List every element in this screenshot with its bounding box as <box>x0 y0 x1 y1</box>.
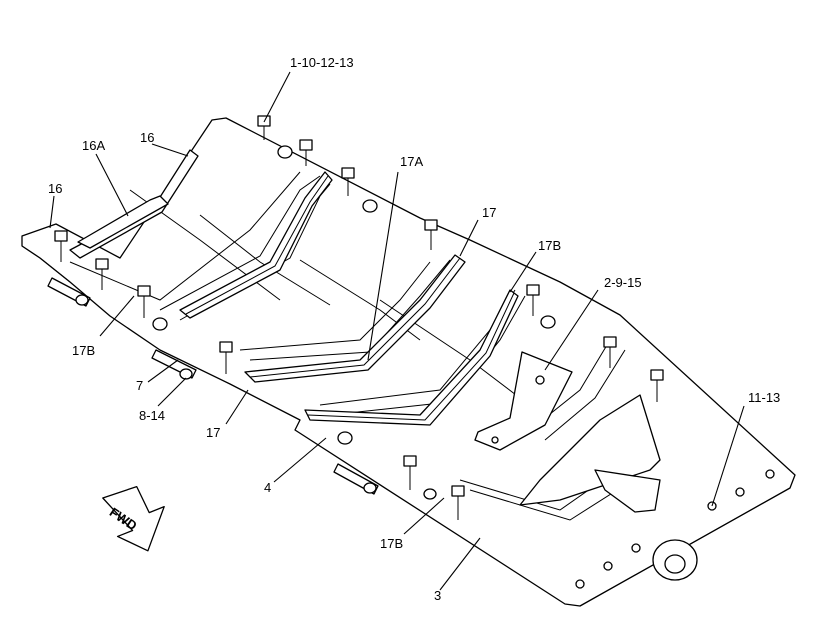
wear-strip-17a <box>179 171 333 319</box>
callout-8-14: 8-14 <box>139 408 165 423</box>
pins <box>47 145 556 500</box>
bolt-clips <box>54 115 664 520</box>
callout-11-13: 11-13 <box>748 390 780 405</box>
clip <box>650 369 664 402</box>
clip <box>299 139 313 166</box>
callout-16a: 16A <box>82 138 105 153</box>
callout-7: 7 <box>136 378 143 393</box>
callout-16-left: 16 <box>48 181 62 196</box>
callout-17-left: 17 <box>206 425 220 440</box>
leader-lines <box>49 71 745 591</box>
clip <box>603 336 617 368</box>
callout-4: 4 <box>264 480 271 495</box>
guide-rail-16 <box>69 149 199 259</box>
clip <box>95 258 109 290</box>
callout-17-right: 17 <box>482 205 496 220</box>
clip <box>137 285 151 318</box>
hitch-bracket <box>519 394 698 581</box>
fwd-arrow-icon: FWD <box>102 485 165 552</box>
callout-17a: 17A <box>400 154 423 169</box>
wear-strip-17b <box>304 289 519 426</box>
plate-bolts <box>575 469 775 589</box>
clip <box>54 230 68 262</box>
clip <box>424 219 438 250</box>
callout-2-9-15: 2-9-15 <box>604 275 642 290</box>
callout-17b-bottom: 17B <box>380 536 403 551</box>
wear-strip-17 <box>244 254 466 383</box>
callout-17b-left: 17B <box>72 343 95 358</box>
callout-3: 3 <box>434 588 441 603</box>
clip <box>526 284 540 316</box>
clip <box>219 341 233 374</box>
clip <box>403 455 417 490</box>
callout-1-10-12-13: 1-10-12-13 <box>290 55 354 70</box>
clip <box>341 167 355 196</box>
callout-17b-right: 17B <box>538 238 561 253</box>
callouts: 1-10-12-13 16 16A 16 17A 17 17B 2-9-15 1… <box>48 55 780 603</box>
clip <box>451 485 465 520</box>
callout-16-top: 16 <box>140 130 154 145</box>
bracket-2-9-15 <box>474 351 573 451</box>
